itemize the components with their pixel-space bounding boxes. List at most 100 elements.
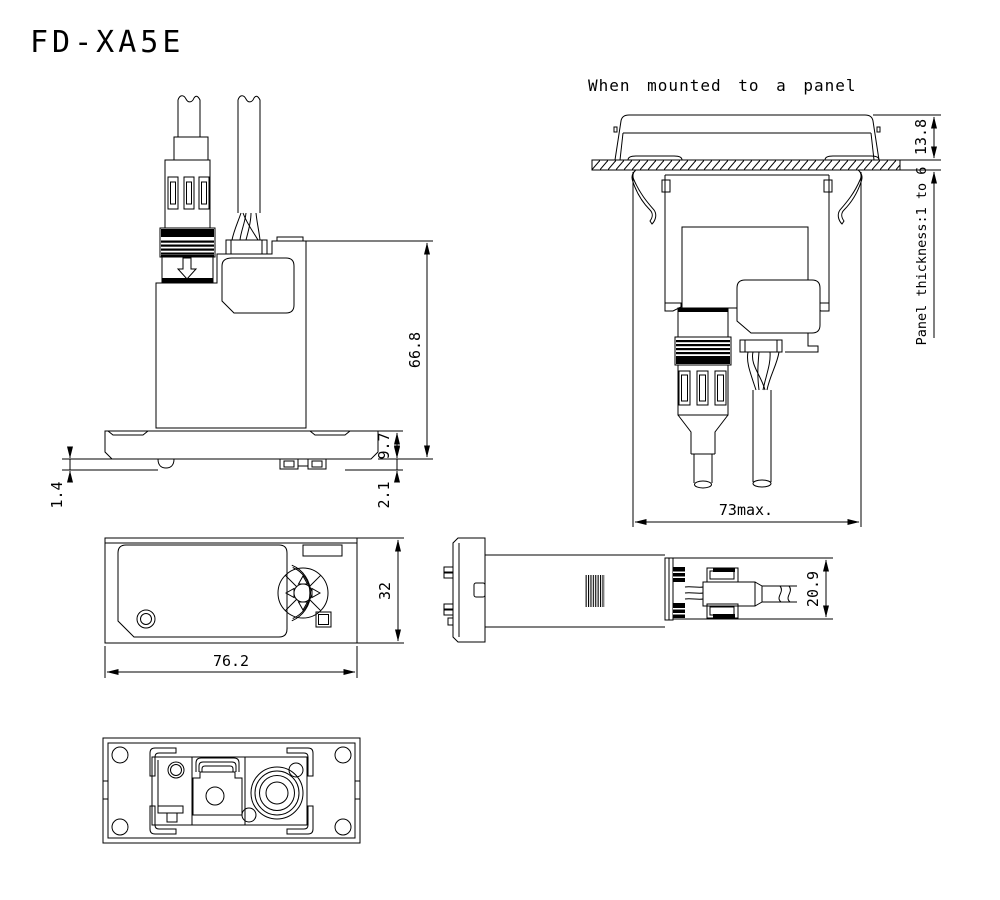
dpad-ring	[277, 567, 329, 619]
rear-module-outline	[151, 756, 308, 826]
device-body-profile	[485, 554, 665, 628]
dim-32: 32	[357, 537, 404, 644]
power-cable-panelview	[739, 339, 783, 488]
spring-clip-right	[837, 169, 863, 225]
dpad-right-arrow-icon	[311, 587, 322, 599]
corner-brackets	[149, 747, 314, 835]
power-jack-socket	[192, 757, 243, 816]
side-view: 66.8 9.7 2.1 1.4	[48, 95, 433, 509]
dim-1-4: 1.4	[48, 446, 158, 509]
bracket-tab-left	[661, 179, 671, 193]
dim-label-front-width: 76.2	[213, 652, 249, 670]
dpad	[277, 564, 329, 622]
dim-label-above-panel: 13.8	[912, 119, 930, 155]
front-face-outline	[104, 537, 358, 644]
dim-label-panel-thickness: Panel thickness:1 to 6	[914, 167, 930, 346]
flange-clips	[279, 458, 327, 470]
dim-9-7: 9.7	[375, 430, 403, 460]
dim-76-2: 76.2	[104, 646, 358, 678]
dim-73max: 73max.	[632, 172, 862, 527]
panel-sheet	[591, 159, 901, 171]
cable-ferrule	[225, 239, 268, 255]
dpad-shade-arc-1	[292, 567, 311, 619]
power-led-inner	[140, 613, 152, 625]
dim-66-8: 66.8	[306, 240, 433, 460]
flange-notch-right	[309, 430, 351, 436]
cable-end-cut	[752, 479, 772, 488]
front-view: 32 76.2	[104, 537, 404, 678]
body-label-plate-panelview	[736, 279, 821, 334]
rear-plate-inner	[107, 742, 356, 839]
fiber-port-screw-top	[288, 762, 304, 778]
cable-break-mark-1	[778, 585, 782, 603]
bezel-gasket-right	[824, 155, 880, 161]
dim-panel-thickness: Panel thickness:1 to 6	[900, 167, 941, 346]
corner-screw-holes	[111, 746, 352, 836]
bezel-gasket-left	[627, 155, 683, 161]
fiber-port-screw-bottom	[241, 807, 257, 823]
power-led-outer	[136, 609, 156, 629]
flange-foot	[157, 458, 175, 469]
dpad-down-arrow-icon	[297, 601, 309, 612]
connector-arrow-section	[161, 256, 214, 284]
dim-label-depth-max: 73max.	[719, 501, 773, 519]
wire-fan	[231, 212, 261, 241]
bracket-foot-left	[664, 302, 682, 312]
dim-label-connector-height: 20.9	[804, 571, 822, 607]
cable-connector-side	[702, 567, 797, 619]
panel-mounted-view: When mounted to a panel	[588, 76, 941, 527]
body-top-tab	[276, 236, 304, 242]
connector-latch-body	[164, 159, 211, 229]
connector-ribs-panelview	[674, 336, 732, 366]
dpad-center-button	[293, 583, 313, 603]
bracket-tab-right	[823, 179, 833, 193]
vent-ribs	[585, 575, 605, 607]
dim-label-flange-height: 9.7	[375, 432, 393, 459]
fiber-tube	[177, 95, 201, 137]
dim-label-clip-height: 2.1	[375, 481, 393, 508]
connector-ribs	[159, 227, 216, 258]
power-cable	[225, 95, 268, 255]
panel-view-title: When mounted to a panel	[588, 76, 857, 95]
fiber-end-cut	[694, 480, 712, 489]
down-arrow-icon	[176, 257, 198, 280]
bezel-profile	[443, 537, 486, 643]
page-title: FD-XA5E	[30, 25, 184, 60]
mounting-bracket	[661, 174, 833, 312]
dim-20-9: 20.9	[673, 557, 833, 620]
wire-fan-panelview	[747, 351, 780, 391]
rear-view	[102, 737, 361, 844]
dim-label-total-height: 66.8	[406, 332, 424, 368]
fiber-connector	[159, 95, 216, 284]
device-body	[155, 236, 307, 429]
dim-label-front-height: 32	[376, 582, 394, 600]
rear-left-cell	[157, 760, 185, 823]
body-step-right	[785, 333, 819, 353]
spring-clip-left	[631, 169, 657, 225]
flange-notch-left	[107, 430, 149, 436]
fiber-connector-panelview	[674, 307, 732, 489]
dpad-left-arrow-icon	[284, 587, 295, 599]
body-label-plate	[221, 257, 295, 314]
fiber-port-rings	[241, 762, 304, 823]
dpad-shade-arc-2	[291, 564, 312, 622]
rear-screw-boss-inner	[170, 764, 182, 776]
model-label-plate	[302, 544, 343, 557]
square-button	[315, 611, 332, 628]
dim-2-1: 2.1	[345, 446, 403, 509]
display-window	[117, 544, 288, 638]
bezel-latch-notch	[473, 582, 486, 598]
rear-screw-boss-outer	[167, 761, 185, 779]
dim-13-8: 13.8	[873, 114, 941, 161]
dim-label-foot-height: 1.4	[48, 481, 66, 508]
rear-connector-profile	[664, 557, 797, 621]
horizontal-profile-view: 20.9	[443, 537, 833, 643]
dpad-up-arrow-icon	[297, 574, 309, 585]
display-bezel	[613, 114, 881, 161]
cable-break-mark-2	[787, 585, 791, 603]
mounting-flange	[104, 430, 379, 470]
fiber-stubs	[684, 586, 704, 600]
connector-collar	[173, 136, 209, 161]
